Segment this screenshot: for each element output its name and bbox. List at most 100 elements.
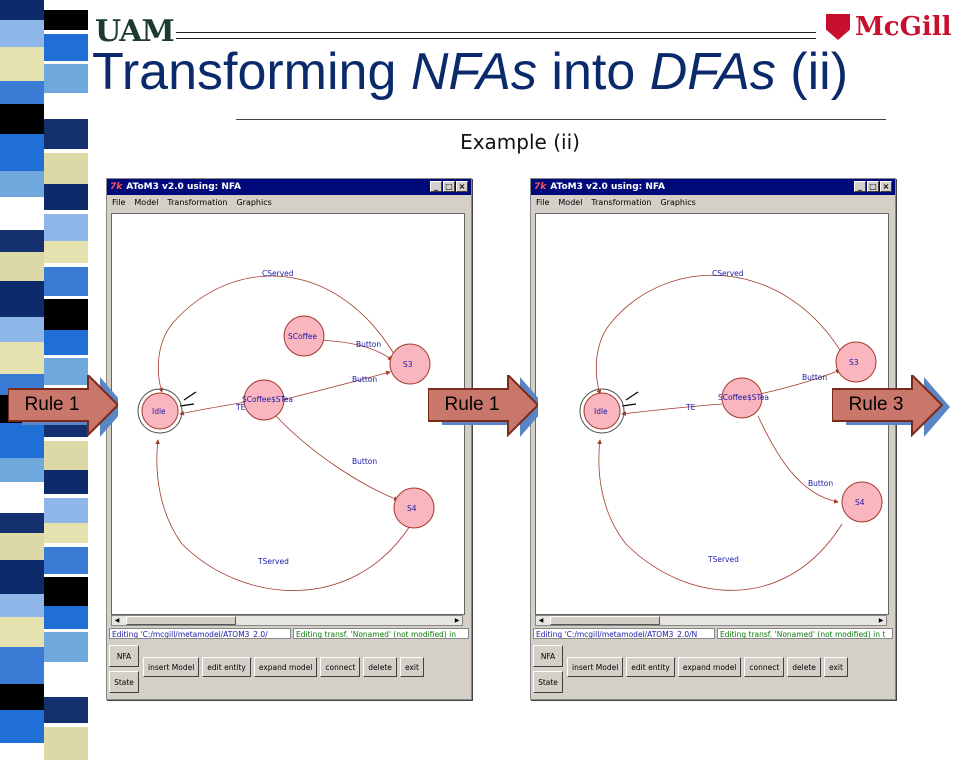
- edge-scoffeestea-button-s3[interactable]: [281, 370, 391, 401]
- scroll-left-icon[interactable]: ◀: [538, 617, 544, 624]
- node-s3[interactable]: [389, 343, 431, 385]
- menu-file[interactable]: File: [536, 198, 550, 207]
- expand-model-button[interactable]: expand model: [677, 657, 742, 677]
- scroll-left-icon[interactable]: ◀: [114, 617, 120, 624]
- scroll-right-icon[interactable]: ▶: [878, 617, 884, 624]
- maximize-button[interactable]: □: [443, 181, 455, 192]
- horizontal-scrollbar[interactable]: ◀ ▶: [535, 615, 887, 626]
- menu-model[interactable]: Model: [134, 198, 159, 207]
- scroll-right-icon[interactable]: ▶: [454, 617, 460, 624]
- edit-entity-button[interactable]: edit entity: [202, 657, 251, 677]
- node-idle[interactable]: [583, 392, 621, 430]
- exit-button[interactable]: exit: [399, 657, 424, 677]
- rule-arrow-1: Rule 1: [8, 375, 118, 438]
- edge-label: CServed: [712, 269, 744, 278]
- edge-te[interactable]: [179, 401, 247, 416]
- stripe-block: [44, 697, 88, 723]
- stripe-block: [0, 104, 44, 134]
- edge-tserved[interactable]: [597, 439, 843, 591]
- stripe-block: [0, 81, 44, 104]
- stripe-block: [44, 632, 88, 662]
- edge-scoffeestea-button-s3[interactable]: [759, 369, 841, 395]
- edge-cserved[interactable]: [595, 275, 847, 395]
- connect-button[interactable]: connect: [320, 657, 361, 677]
- model-canvas[interactable]: Idle SCoffee SCoffee$STea S3 S4 CServed …: [111, 213, 465, 615]
- stripe-block: [44, 523, 88, 543]
- expand-model-button[interactable]: expand model: [253, 657, 318, 677]
- delete-button[interactable]: delete: [363, 657, 397, 677]
- node-scoffee-stea[interactable]: [243, 379, 285, 421]
- edit-entity-button[interactable]: edit entity: [626, 657, 675, 677]
- menu-graphics[interactable]: Graphics: [660, 198, 696, 207]
- edge-scoffeestea-button-s4[interactable]: [757, 415, 839, 504]
- status-editing-transf: Editing transf. 'Nonamed' (not modified)…: [717, 628, 893, 639]
- stripe-block: [0, 0, 44, 20]
- state-button[interactable]: State: [109, 671, 139, 693]
- mcgill-crest-icon: [826, 14, 850, 40]
- nfa-button[interactable]: NFA: [533, 645, 563, 667]
- stripe-block: [44, 329, 88, 355]
- stripe-block: [44, 605, 88, 629]
- insert-model-button[interactable]: insert Model: [567, 657, 624, 677]
- minimize-button[interactable]: _: [854, 181, 866, 192]
- edge-te[interactable]: [621, 403, 723, 416]
- menu-graphics[interactable]: Graphics: [236, 198, 272, 207]
- menu-model[interactable]: Model: [558, 198, 583, 207]
- node-idle[interactable]: [141, 392, 179, 430]
- window-titlebar[interactable]: 7k AToM3 v2.0 using: NFA _ □ ×: [531, 179, 895, 195]
- exit-button[interactable]: exit: [823, 657, 848, 677]
- stripe-block: [0, 482, 44, 513]
- nfa-diagram: Idle SCoffee SCoffee$STea S3 S4 CServed …: [137, 269, 435, 591]
- menu-file[interactable]: File: [112, 198, 126, 207]
- node-s4[interactable]: [841, 481, 883, 523]
- atom3-window-2: 7k AToM3 v2.0 using: NFA _ □ × File Mode…: [530, 178, 896, 700]
- edge-label: TE: [685, 403, 696, 412]
- scroll-thumb[interactable]: [550, 616, 660, 625]
- edge-cserved[interactable]: [157, 275, 403, 393]
- node-s3[interactable]: [835, 341, 877, 383]
- menu-transformation[interactable]: Transformation: [167, 198, 228, 207]
- node-scoffee-stea[interactable]: [721, 377, 763, 419]
- toolbar: insert Model edit entity expand model co…: [143, 657, 424, 677]
- horizontal-scrollbar[interactable]: ◀ ▶: [111, 615, 463, 626]
- delete-button[interactable]: delete: [787, 657, 821, 677]
- minimize-button[interactable]: _: [430, 181, 442, 192]
- connect-button[interactable]: connect: [744, 657, 785, 677]
- stripe-block: [0, 647, 44, 684]
- stripe-block: [0, 533, 44, 560]
- window-titlebar[interactable]: 7k AToM3 v2.0 using: NFA _ □ ×: [107, 179, 471, 195]
- node-s4[interactable]: [393, 487, 435, 529]
- stripe-block: [0, 20, 44, 47]
- slide-title: Transforming NFAs into DFAs (ii): [92, 43, 849, 101]
- state-button[interactable]: State: [533, 671, 563, 693]
- node-scoffee[interactable]: [283, 315, 325, 357]
- rule-arrow-3: Rule 3: [832, 375, 950, 438]
- edge-scoffeestea-button-s4[interactable]: [275, 415, 399, 501]
- stripe-block: [44, 184, 88, 210]
- close-button[interactable]: ×: [880, 181, 892, 192]
- edge-label: CServed: [262, 269, 294, 278]
- stripe-block: [44, 119, 88, 149]
- stripe-block: [0, 710, 44, 743]
- node-label: S3: [849, 358, 859, 367]
- stripe-block: [0, 423, 44, 458]
- scroll-thumb[interactable]: [126, 616, 236, 625]
- rule-arrow-2: Rule 1: [428, 375, 538, 438]
- close-button[interactable]: ×: [456, 181, 468, 192]
- stripe-block: [0, 197, 44, 230]
- node-label: SCoffee$STea: [242, 395, 293, 404]
- menu-bar: File Model Transformation Graphics: [107, 195, 471, 210]
- atom3-window-1: 7k AToM3 v2.0 using: NFA _ □ × File Mode…: [106, 178, 472, 700]
- insert-model-button[interactable]: insert Model: [143, 657, 200, 677]
- node-label: Idle: [594, 407, 608, 416]
- node-label: SCoffee: [288, 332, 317, 341]
- edge-tserved[interactable]: [155, 439, 411, 591]
- status-editing-transf: Editing transf. 'Nonamed' (not modified)…: [293, 628, 469, 639]
- model-canvas[interactable]: Idle SCoffee$STea S3 S4 CServed TE Butto…: [535, 213, 889, 615]
- menu-transformation[interactable]: Transformation: [591, 198, 652, 207]
- nfa-button[interactable]: NFA: [109, 645, 139, 667]
- accepting-ring: [579, 388, 625, 434]
- edge-label: TServed: [257, 557, 289, 566]
- maximize-button[interactable]: □: [867, 181, 879, 192]
- stripe-block: [0, 317, 44, 342]
